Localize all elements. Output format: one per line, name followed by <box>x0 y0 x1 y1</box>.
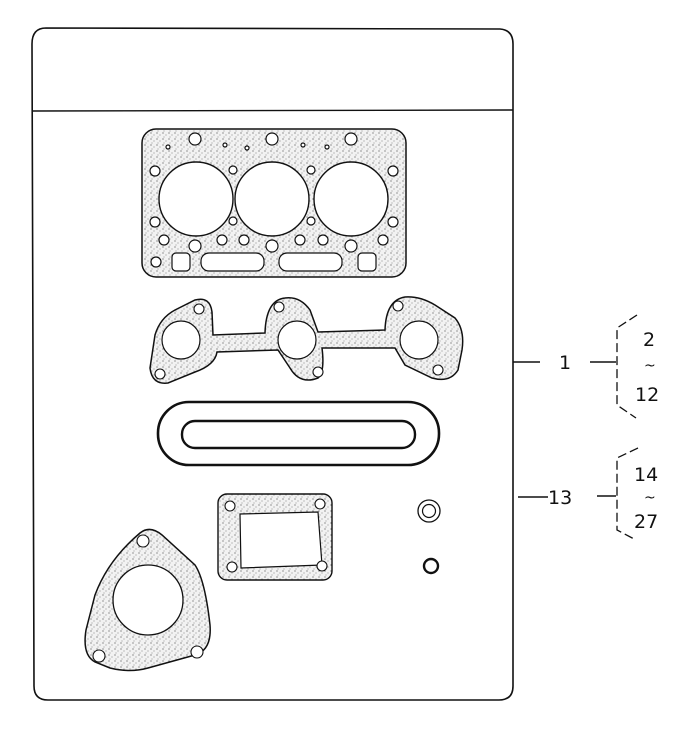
cylinder-head-gasket <box>141 128 407 278</box>
callout-1-number: 1 <box>559 352 571 374</box>
callout-13: 13 14 ~ 27 <box>518 447 658 541</box>
exhaust-manifold-gasket <box>149 296 464 384</box>
callout-13-range-end: 27 <box>634 511 658 533</box>
callout-1-range-end: 12 <box>635 384 659 406</box>
callout-13-number: 13 <box>548 487 572 509</box>
washer-seal <box>417 499 441 523</box>
callout-1-range-tilde: ~ <box>644 358 656 374</box>
triangular-flange-gasket <box>84 528 211 672</box>
o-ring <box>422 557 440 575</box>
callout-1: 1 2 ~ 12 <box>513 314 659 419</box>
callout-1-range-start: 2 <box>643 329 655 351</box>
kit-package-outline <box>31 27 514 701</box>
rectangular-flange-gasket <box>217 493 333 581</box>
callout-13-range-start: 14 <box>634 464 658 486</box>
valve-cover-gasket <box>156 400 441 467</box>
callout-13-range-tilde: ~ <box>644 490 656 506</box>
